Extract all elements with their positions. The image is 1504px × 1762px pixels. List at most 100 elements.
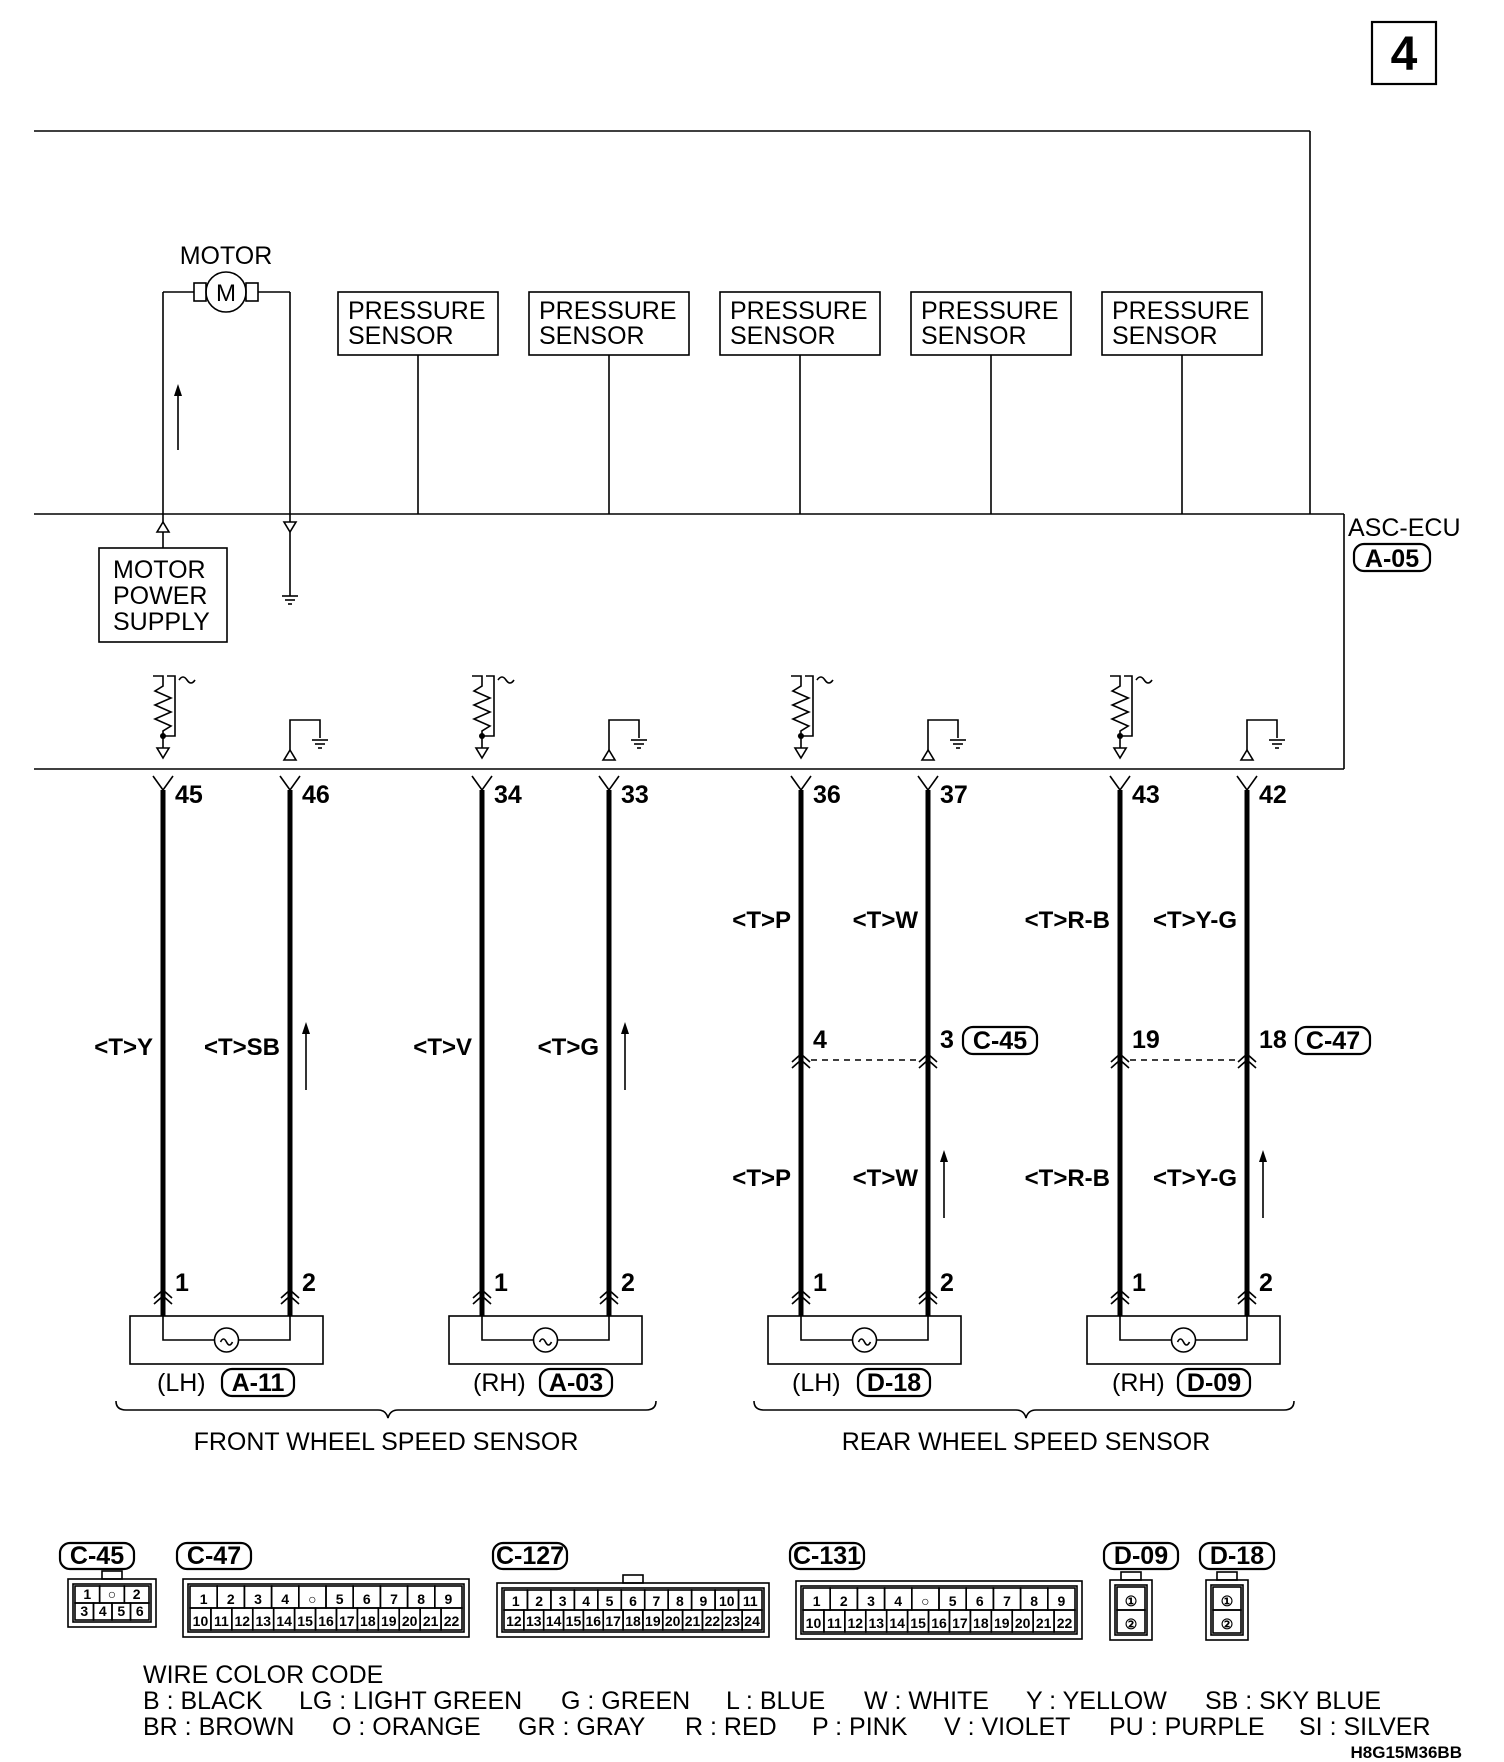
svg-text:14: 14 <box>276 1613 292 1629</box>
pressure-sensor: PRESSURE SENSOR <box>528 291 690 514</box>
connector-name-tag: C-131 <box>788 1541 866 1571</box>
svg-text:D-18: D-18 <box>1210 1542 1264 1570</box>
wire-color-code-entry: W : WHITE <box>864 1687 989 1715</box>
svg-text:10: 10 <box>719 1593 735 1609</box>
svg-text:18: 18 <box>360 1613 376 1629</box>
sensor-pin: 2 <box>621 1269 635 1297</box>
svg-text:C-45: C-45 <box>70 1542 124 1570</box>
sensor-pin: 2 <box>302 1269 316 1297</box>
ecu-input-circuit <box>153 675 328 761</box>
svg-text:8: 8 <box>1030 1593 1038 1609</box>
motor-power-supply-box <box>98 547 228 643</box>
wire-color-code-entry: BR : BROWN <box>143 1713 294 1741</box>
wire-color-code-entry: SB : SKY BLUE <box>1205 1687 1381 1715</box>
ecu-pin-43: 43 <box>1132 781 1160 809</box>
svg-text:15: 15 <box>297 1613 313 1629</box>
group-label-front: FRONT WHEEL SPEED SENSOR <box>194 1428 579 1456</box>
svg-text:○: ○ <box>921 1593 929 1609</box>
svg-text:10: 10 <box>193 1613 209 1629</box>
connector-name-tag: C-45 <box>58 1541 136 1571</box>
wheel-sensor-side: (LH) <box>792 1369 841 1397</box>
svg-text:14: 14 <box>546 1613 562 1629</box>
wheel-sensor-side: (RH) <box>473 1369 526 1397</box>
motor-icon <box>163 271 290 313</box>
svg-text:17: 17 <box>952 1615 968 1631</box>
pressure-sensor: PRESSURE SENSOR <box>337 291 499 514</box>
sensor-pin: 1 <box>175 1269 189 1297</box>
svg-text:A-03: A-03 <box>549 1369 603 1397</box>
wire-color-label: <T>P <box>732 907 791 934</box>
motor-power-supply-label-1: MOTOR <box>113 556 206 584</box>
svg-text:9: 9 <box>699 1593 707 1609</box>
wire-color-code-entry: PU : PURPLE <box>1109 1713 1265 1741</box>
wire-color-label: <T>W <box>853 907 919 934</box>
svg-text:3: 3 <box>559 1593 567 1609</box>
svg-text:SENSOR: SENSOR <box>730 322 836 350</box>
svg-text:6: 6 <box>363 1591 371 1607</box>
svg-text:PRESSURE: PRESSURE <box>539 297 677 325</box>
wire-color-code-entry: G : GREEN <box>561 1687 690 1715</box>
sensor-pin: 1 <box>494 1269 508 1297</box>
junction-pin: 19 <box>1132 1026 1160 1054</box>
wheel-sensor-connector-tag: D-09 <box>1176 1367 1252 1398</box>
svg-text:SENSOR: SENSOR <box>921 322 1027 350</box>
svg-text:16: 16 <box>931 1615 947 1631</box>
svg-text:1: 1 <box>813 1593 821 1609</box>
wire-color-label: <T>SB <box>204 1034 280 1061</box>
svg-text:20: 20 <box>402 1613 418 1629</box>
svg-text:PRESSURE: PRESSURE <box>348 297 486 325</box>
sensor-pin: 1 <box>1132 1269 1146 1297</box>
svg-text:22: 22 <box>444 1613 460 1629</box>
svg-text:16: 16 <box>318 1613 334 1629</box>
svg-text:7: 7 <box>390 1591 398 1607</box>
ecu-internal-circuits <box>153 675 1285 761</box>
sensor-pin: 2 <box>940 1269 954 1297</box>
svg-text:20: 20 <box>665 1613 681 1629</box>
wire-color-label: <T>Y-G <box>1153 1165 1237 1192</box>
svg-text:17: 17 <box>339 1613 355 1629</box>
svg-text:C-127: C-127 <box>496 1542 564 1570</box>
wire-color-label: <T>G <box>538 1034 599 1061</box>
junction-pin: 4 <box>813 1026 827 1054</box>
svg-text:4: 4 <box>99 1603 107 1619</box>
figure-code: H8G15M36BB <box>1351 1743 1463 1762</box>
wire-color-label: <T>P <box>732 1165 791 1192</box>
svg-text:23: 23 <box>724 1613 740 1629</box>
wheel-sensor-connector-tag: D-18 <box>856 1367 932 1398</box>
page-number-box <box>1370 20 1438 86</box>
svg-text:5: 5 <box>949 1593 957 1609</box>
connector-name-tag: D-18 <box>1198 1541 1276 1571</box>
group-label-rear: REAR WHEEL SPEED SENSOR <box>842 1428 1211 1456</box>
svg-text:A-05: A-05 <box>1365 545 1419 573</box>
svg-text:2: 2 <box>133 1586 141 1602</box>
group-brace-front <box>115 1400 657 1419</box>
wire-color-label: <T>Y <box>94 1034 153 1061</box>
ecu-pin-42: 42 <box>1259 781 1287 809</box>
svg-text:①: ① <box>1125 1593 1138 1609</box>
svg-text:②: ② <box>1125 1616 1138 1632</box>
ecu-input-circuit <box>472 675 647 761</box>
svg-text:C-45: C-45 <box>973 1027 1027 1055</box>
svg-text:①: ① <box>1221 1593 1234 1609</box>
svg-text:②: ② <box>1221 1616 1234 1632</box>
svg-text:D-18: D-18 <box>867 1369 921 1397</box>
group-brace-rear <box>753 1400 1295 1419</box>
connector-name-tag: D-09 <box>1102 1541 1180 1571</box>
svg-text:12: 12 <box>235 1613 251 1629</box>
svg-text:21: 21 <box>1036 1615 1052 1631</box>
svg-text:2: 2 <box>840 1593 848 1609</box>
connector-face: ①② <box>1205 1571 1249 1641</box>
junction-pin: 3 <box>940 1026 954 1054</box>
svg-text:7: 7 <box>1003 1593 1011 1609</box>
sensor-wires <box>129 775 1281 1365</box>
svg-text:3: 3 <box>867 1593 875 1609</box>
svg-text:12: 12 <box>848 1615 864 1631</box>
svg-text:4: 4 <box>281 1591 289 1607</box>
svg-text:12: 12 <box>506 1613 522 1629</box>
svg-text:8: 8 <box>417 1591 425 1607</box>
sensor-wire-pair <box>448 775 643 1365</box>
motor-power-supply-label-3: SUPPLY <box>113 608 210 636</box>
